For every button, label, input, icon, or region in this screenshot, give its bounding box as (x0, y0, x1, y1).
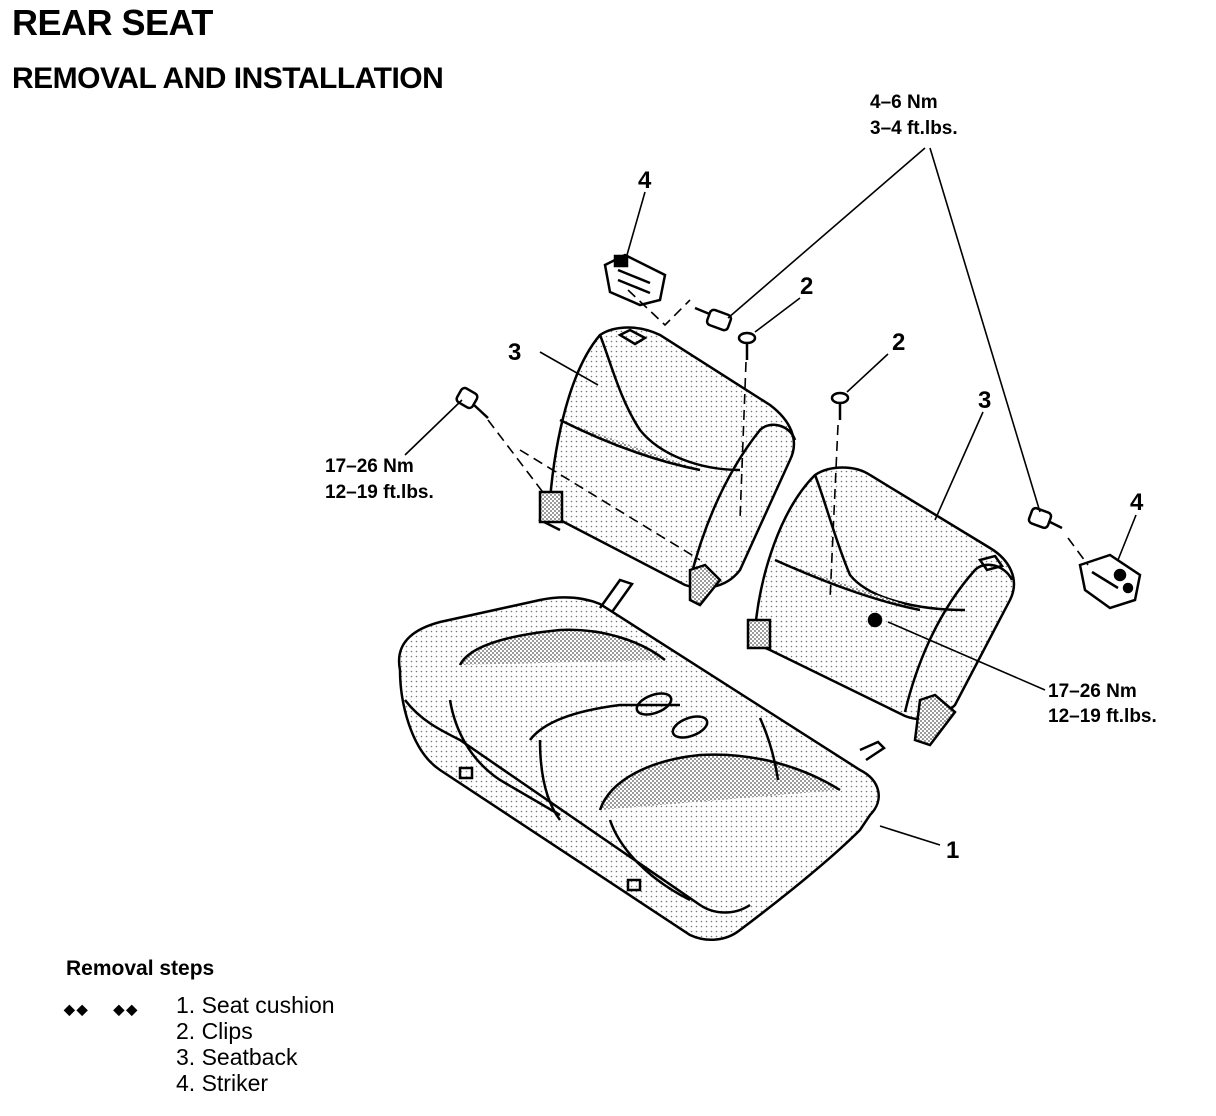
torque-seatback-right-ftlb: 12–19 ft.lbs. (1048, 706, 1157, 727)
procedure-markers: ◆◆ ◆◆ (64, 996, 139, 1022)
clip-left (737, 331, 757, 360)
label-part4-right: 4 (1130, 489, 1144, 516)
torque-seatback-left-nm: 17–26 Nm (325, 456, 414, 477)
torque-seatback-left-ftlb: 12–19 ft.lbs. (325, 482, 434, 503)
torque-striker-nm: 4–6 Nm (870, 92, 938, 113)
marker-removal-icon: ◆◆ (64, 1001, 90, 1017)
label-part3-left: 3 (508, 339, 521, 366)
label-part3-right: 3 (978, 387, 991, 414)
marker-installation-icon: ◆◆ (113, 1001, 140, 1017)
list-item: 1. Seat cushion (176, 992, 335, 1018)
page-subtitle: REMOVAL AND INSTALLATION (12, 62, 444, 95)
label-part4-left: 4 (638, 167, 652, 194)
seatback-right (746, 466, 1016, 747)
striker-bolt-right (1027, 506, 1063, 530)
label-part2-left: 2 (800, 273, 813, 300)
label-part2-right: 2 (892, 329, 905, 356)
removal-steps-title: Removal steps (66, 957, 215, 980)
list-item: 3. Seatback (176, 1044, 298, 1070)
clip-right (830, 391, 850, 420)
list-item: 4. Striker (176, 1070, 269, 1096)
assembly-lines (487, 289, 1089, 601)
striker-left (603, 253, 667, 307)
list-item: 2. Clips (176, 1018, 253, 1044)
torque-striker-ftlb: 3–4 ft.lbs. (870, 118, 958, 139)
page-title: REAR SEAT (12, 2, 213, 43)
striker-bolt-left (694, 306, 733, 332)
label-part1: 1 (946, 837, 959, 864)
leader-lines (404, 147, 1137, 846)
removal-steps-list: ◆◆ ◆◆ 1. Seat cushion 2. Clips 3. Seatbac… (64, 992, 484, 1096)
seatback-left (538, 326, 797, 607)
striker-right (1078, 553, 1142, 610)
torque-seatback-right-nm: 17–26 Nm (1048, 681, 1137, 702)
seat-cushion (397, 578, 886, 941)
seatback-bolt-left (455, 386, 489, 419)
